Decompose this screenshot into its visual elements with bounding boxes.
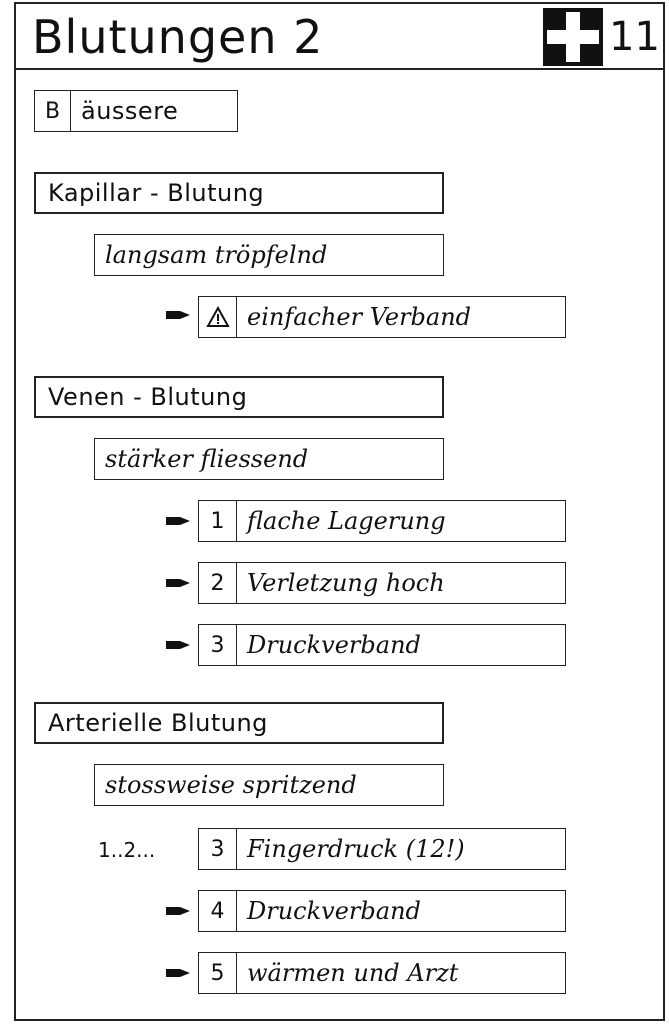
venen-step-2: 2 Verletzung hoch [198,562,566,604]
arterielle-step-3: 3 Fingerdruck (12!) [198,828,566,870]
arrow-icon [166,579,190,587]
venen-description: stärker fliessend [105,445,309,473]
kapillar-description: langsam tröpfelnd [105,241,328,269]
arterielle-description-box: stossweise spritzend [94,764,444,806]
step-text: Verletzung hoch [247,569,445,597]
arrow-icon [166,517,190,525]
section-b-box: B äussere [34,90,238,132]
warning-icon [199,297,237,337]
step-number: 2 [199,563,237,603]
step-text: Fingerdruck (12!) [247,835,465,863]
section-letter: B [35,91,71,131]
step-text: flache Lagerung [247,507,446,535]
page-title: Blutungen 2 [32,10,324,64]
venen-heading-box: Venen - Blutung [34,376,444,418]
step-number: 5 [199,953,237,993]
step-number: 3 [199,829,237,869]
step-text: einfacher Verband [247,303,472,331]
arterielle-step-4: 4 Druckverband [198,890,566,932]
venen-description-box: stärker fliessend [94,438,444,480]
kapillar-step-1: einfacher Verband [198,296,566,338]
instruction-card: Blutungen 2 11 B äussere Kapillar - Blut… [14,2,665,1021]
arrow-icon [166,907,190,915]
venen-step-1: 1 flache Lagerung [198,500,566,542]
step-text: Druckverband [247,631,421,659]
arterielle-description: stossweise spritzend [105,771,357,799]
kapillar-description-box: langsam tröpfelnd [94,234,444,276]
kapillar-heading: Kapillar - Blutung [48,179,265,207]
step-number: 1 [199,501,237,541]
step-text: wärmen und Arzt [247,959,459,987]
arrow-icon [166,969,190,977]
arrow-icon [166,311,190,319]
arrow-icon [166,641,190,649]
section-label: äussere [81,97,179,125]
step-number: 4 [199,891,237,931]
swiss-cross-icon [543,8,603,66]
arterielle-step-5: 5 wärmen und Arzt [198,952,566,994]
card-number: 11 [609,14,660,60]
step-number: 3 [199,625,237,665]
venen-step-3: 3 Druckverband [198,624,566,666]
arterielle-heading-box: Arterielle Blutung [34,702,444,744]
kapillar-heading-box: Kapillar - Blutung [34,172,444,214]
step-prefix: 1..2... [98,838,156,862]
arterielle-heading: Arterielle Blutung [48,709,268,737]
step-text: Druckverband [247,897,421,925]
card-header: Blutungen 2 11 [16,4,663,70]
venen-heading: Venen - Blutung [48,383,248,411]
